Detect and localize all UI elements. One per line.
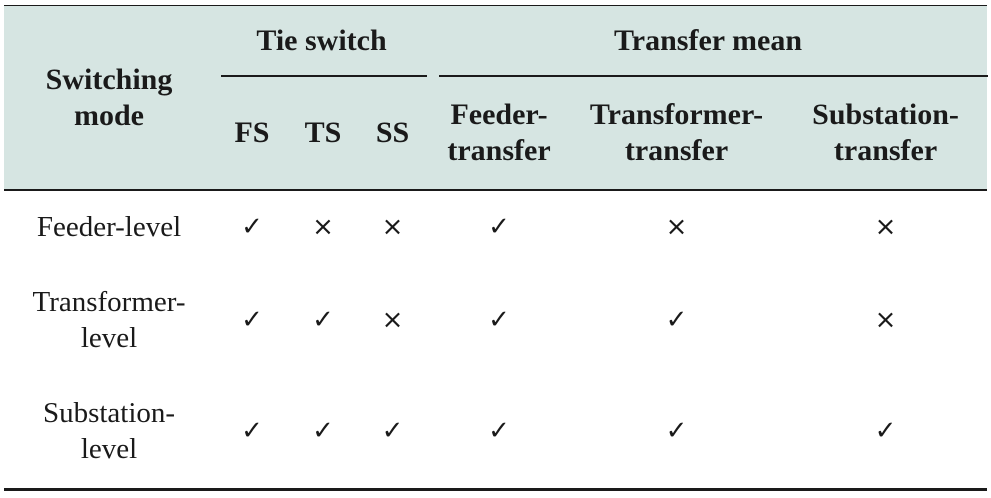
cell-feeder-transfer: ✓ — [488, 305, 510, 335]
header-row-top: Switching mode Tie switch Transfer mean — [4, 6, 988, 189]
header-feeder-transfer-line1: Feeder- — [450, 97, 548, 131]
header-transformer-transfer: Transformer- transfer — [569, 76, 785, 189]
header-substation-transfer-line2: transfer — [833, 133, 938, 167]
header-switching-mode-line1: Switching — [45, 62, 173, 96]
header-substation-transfer: Substation- transfer — [784, 76, 988, 189]
cell-ts: ✓ — [312, 305, 334, 335]
cell-transformer-transfer: ✓ — [665, 416, 688, 446]
cell-ss: × — [381, 305, 404, 335]
header-tie-switch: Tie switch — [214, 6, 430, 76]
header-feeder-transfer: Feeder- transfer — [429, 76, 570, 189]
header-transfer-mean: Transfer mean — [429, 6, 988, 76]
table-header: Switching mode Tie switch Transfer mean … — [4, 6, 988, 189]
header-switching-mode-line2: mode — [74, 98, 144, 132]
cell-substation-transfer: × — [874, 305, 897, 335]
cell-ss: × — [381, 212, 404, 242]
cell-mode-line2: level — [80, 433, 138, 465]
cell-feeder-transfer: ✓ — [488, 416, 510, 446]
cell-ss: ✓ — [381, 416, 404, 446]
cell-mode: Transformer- level — [4, 265, 214, 375]
header-transformer-transfer-line1: Transformer- — [589, 97, 764, 131]
cell-fs: ✓ — [241, 305, 263, 335]
cell-feeder-transfer: ✓ — [488, 212, 510, 242]
tie-switch-group-rule — [221, 75, 427, 77]
cell-ts: ✓ — [312, 416, 334, 446]
cell-mode-line1: Transformer- — [32, 286, 186, 318]
cell-mode: Substation- level — [4, 375, 214, 487]
cell-transformer-transfer: ✓ — [665, 305, 688, 335]
header-substation-transfer-line1: Substation- — [812, 97, 959, 131]
header-ss: SS — [356, 76, 430, 189]
transfer-mean-group-rule — [439, 75, 988, 77]
table-row: Feeder-level ✓ × × ✓ × × — [4, 189, 987, 265]
cell-mode-line1: Substation- — [42, 397, 176, 429]
cell-substation-transfer: × — [874, 212, 897, 242]
table-row: Substation- level ✓ ✓ ✓ ✓ ✓ ✓ — [4, 375, 987, 487]
header-feeder-transfer-line2: transfer — [447, 133, 551, 167]
cell-substation-transfer: ✓ — [874, 416, 897, 446]
cell-fs: ✓ — [241, 212, 263, 242]
table-row: Transformer- level ✓ ✓ × ✓ ✓ × — [4, 265, 987, 375]
cell-transformer-transfer: × — [665, 212, 688, 242]
table-body: Feeder-level ✓ × × ✓ × × Transformer- le… — [4, 189, 987, 487]
cell-mode: Feeder-level — [4, 189, 214, 265]
header-ts: TS — [290, 76, 356, 189]
table-bottom-rule — [4, 488, 987, 491]
header-bottom-rule — [4, 189, 987, 191]
switching-mode-table: Switching mode Tie switch Transfer mean … — [4, 6, 988, 487]
header-fs: FS — [214, 76, 290, 189]
cell-fs: ✓ — [241, 416, 263, 446]
header-switching-mode: Switching mode — [4, 6, 214, 189]
header-row-bottom: FS TS SS Feeder- transfer Transformer- t… — [4, 76, 988, 189]
cell-mode-line1: Feeder-level — [36, 211, 182, 243]
cell-ts: × — [312, 212, 334, 242]
comparison-table-container: Switching mode Tie switch Transfer mean … — [4, 6, 988, 487]
cell-mode-line2: level — [80, 322, 138, 354]
header-transformer-transfer-line2: transfer — [624, 133, 729, 167]
